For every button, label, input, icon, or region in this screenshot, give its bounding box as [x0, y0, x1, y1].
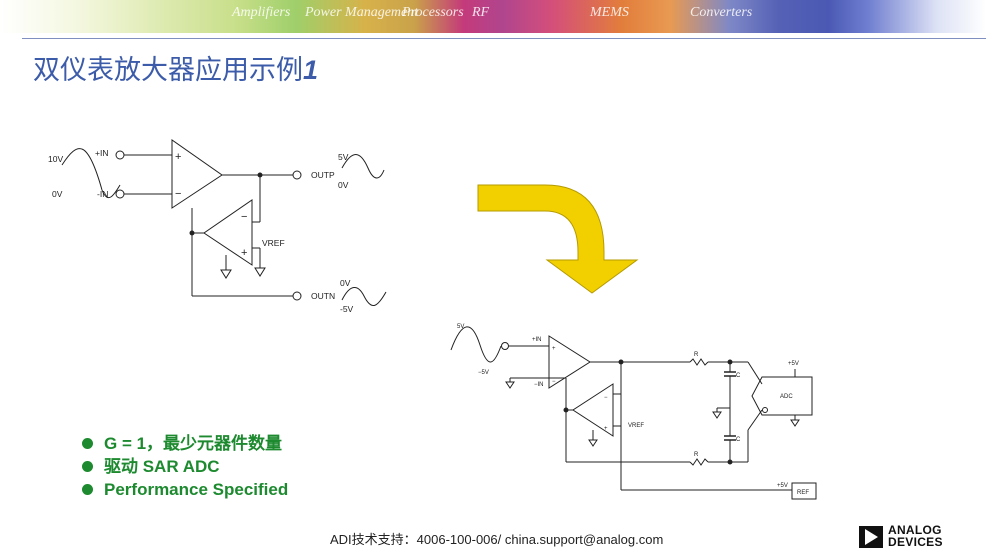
ground-icon: [712, 411, 722, 419]
ref-label: REF: [797, 490, 809, 496]
analog-devices-logo: ANALOG DEVICES: [859, 524, 959, 550]
slide-title: 双仪表放大器应用示例1: [33, 48, 318, 87]
resistor-label: R: [694, 452, 699, 458]
banner-word: Processors: [402, 5, 464, 20]
opamp-plus: +: [241, 247, 247, 259]
opamp-minus: −: [241, 211, 247, 223]
top-opamp: [171, 139, 223, 209]
slide-title-number: 1: [303, 55, 319, 85]
inverting-opamp: [203, 199, 253, 266]
ground-icon: [588, 439, 598, 447]
signal-high-label: 5V: [457, 324, 464, 330]
outn-low-label: -5V: [340, 304, 354, 314]
bullet-text: G = 1，最少元器件数量: [104, 434, 283, 453]
opamp-minus: −: [175, 188, 181, 200]
logo-text: ANALOG DEVICES: [888, 524, 943, 548]
in-pos-terminal: [115, 150, 125, 160]
in-pos-label: +IN: [532, 337, 542, 343]
supply-label: +5V: [788, 361, 799, 367]
bullet-dot-icon: [82, 461, 93, 472]
ground-icon: [254, 267, 266, 277]
outp-low-label: 0V: [338, 180, 349, 190]
bullet-item: Performance Specified: [82, 478, 288, 501]
opamp-plus: +: [175, 151, 181, 163]
vref-label: VREF: [262, 238, 285, 248]
footer-support-text: ADI技术支持：4006-100-006/ china.support@anal…: [330, 532, 664, 547]
ref-supply-label: +5V: [777, 483, 788, 489]
outn-sine-wave: [341, 287, 387, 306]
resistor-icon: [689, 358, 709, 366]
banner-word: Power Management: [305, 5, 419, 20]
adc-label: ADC: [780, 394, 793, 400]
in-pos-terminal: [501, 342, 509, 350]
title-rule: [22, 38, 986, 39]
ref-block: [791, 482, 817, 500]
bullet-item: 驱动 SAR ADC: [82, 455, 288, 478]
outn-label: OUTN: [311, 291, 335, 301]
bullet-dot-icon: [82, 484, 93, 495]
bullet-text: Performance Specified: [104, 480, 289, 499]
input-sine-wave: [61, 148, 121, 199]
banner-word: Amplifiers: [232, 5, 291, 20]
outn-high-label: 0V: [340, 278, 351, 288]
bullet-dot-icon: [82, 438, 93, 449]
in-pos-label: +IN: [95, 148, 108, 158]
signal-low-label: 0V: [52, 189, 63, 199]
opamp-plus: +: [552, 346, 556, 352]
outp-sine-wave: [341, 154, 385, 179]
resistor-label: R: [694, 352, 699, 358]
in-neg-terminal: [115, 189, 125, 199]
in-neg-label: -IN: [97, 189, 108, 199]
input-sine-wave: [450, 326, 502, 363]
curved-arrow-icon: [477, 184, 639, 294]
adi-triangle-icon: [859, 526, 883, 548]
outn-terminal: [292, 291, 302, 301]
opamp-minus: −: [604, 395, 608, 401]
signal-high-label: 10V: [48, 154, 63, 164]
resistor-icon: [689, 458, 709, 466]
logo-line1: ANALOG: [888, 523, 942, 537]
top-circuit: + − − +: [61, 139, 387, 306]
in-neg-label: −IN: [534, 382, 544, 388]
header-banner: Amplifiers Power Management Processors R…: [0, 0, 986, 33]
outp-high-label: 5V: [338, 152, 349, 162]
outp-label: OUTP: [311, 170, 335, 180]
ground-icon: [220, 269, 232, 279]
adc-input-terminal: [762, 407, 768, 413]
logo-line2: DEVICES: [888, 535, 943, 549]
ground-icon: [505, 381, 515, 389]
adc-block: [751, 376, 813, 416]
signal-low-label: −5V: [478, 370, 489, 376]
banner-word: RF: [472, 5, 490, 20]
opamp-plus: +: [604, 426, 608, 432]
ground-icon: [790, 419, 800, 427]
bottom-circuit: [450, 326, 817, 500]
bottom-opamp: [548, 335, 591, 389]
inverting-opamp: [572, 383, 614, 437]
vref-label: VREF: [628, 423, 644, 429]
slide-title-text: 双仪表放大器应用示例: [33, 55, 303, 85]
cap-label: C: [736, 437, 741, 443]
bullet-list: G = 1，最少元器件数量 驱动 SAR ADC Performance Spe…: [82, 432, 288, 501]
cap-label: C: [736, 373, 741, 379]
banner-word: Converters: [690, 5, 753, 20]
banner-word: MEMS: [590, 5, 629, 20]
bullet-item: G = 1，最少元器件数量: [82, 432, 288, 455]
bullet-text: 驱动 SAR ADC: [104, 457, 220, 476]
outp-terminal: [292, 170, 302, 180]
opamp-minus: −: [552, 379, 556, 385]
